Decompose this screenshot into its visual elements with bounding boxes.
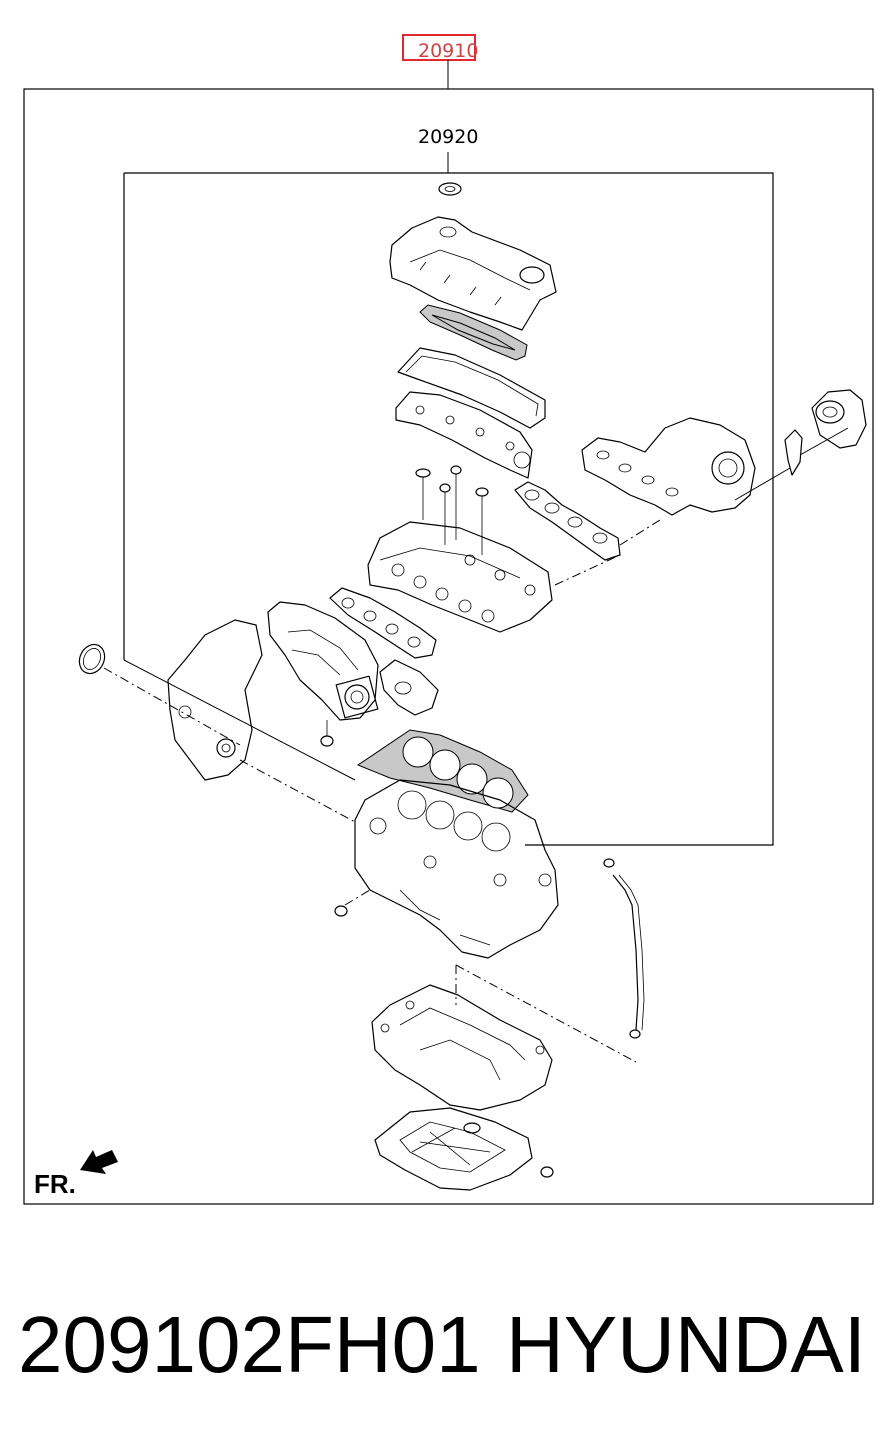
intake-manifold <box>267 601 379 721</box>
callout-label-20910: 20910 <box>418 40 478 62</box>
filler-cap-seal <box>438 182 462 196</box>
inner-kit-frame <box>123 172 774 846</box>
intake-gasket-ports <box>341 597 421 648</box>
cylinder-head-gasket <box>356 729 529 813</box>
exhaust-gasket-ports <box>524 489 608 544</box>
timing-chain-cover <box>167 619 263 781</box>
oil-dipstick-tube <box>603 858 645 1039</box>
callout-20910[interactable]: 20910 <box>402 34 478 62</box>
part-number: 209102FH01 <box>18 1300 481 1389</box>
cam-carrier <box>395 391 533 479</box>
bottom-caption: 209102FH01 HYUNDAI <box>0 1290 886 1400</box>
intake-manifold-gasket <box>329 587 437 659</box>
upper-oil-pan <box>371 984 553 1111</box>
turbo-outlet-gasket <box>784 429 803 476</box>
turbocharger-assembly <box>581 417 756 516</box>
oil-pan-drain-seal <box>540 1166 554 1178</box>
crankshaft-front-seal <box>78 643 106 675</box>
intake-pipe-section <box>379 659 439 716</box>
callout-label-20920[interactable]: 20920 <box>418 126 478 148</box>
brand-name: HYUNDAI <box>505 1300 866 1389</box>
front-direction-indicator: FR. <box>34 1150 118 1199</box>
front-direction-label: FR. <box>34 1169 76 1199</box>
block-drain-seal <box>334 905 348 917</box>
lower-oil-pan <box>374 1107 533 1191</box>
cylinder-head <box>367 521 553 633</box>
throttle-gasket <box>320 720 334 747</box>
cam-carrier-gasket <box>397 347 546 429</box>
head-cover-gasket <box>419 304 528 361</box>
cylinder-head-cover <box>389 216 557 331</box>
front-arrow-icon <box>80 1150 118 1174</box>
outer-frame <box>23 88 874 1205</box>
alignment-lines <box>103 427 849 1063</box>
valve-seals <box>415 465 489 555</box>
callout-highlight-box <box>402 34 476 61</box>
exhaust-manifold-gasket <box>514 481 621 561</box>
cylinder-block <box>354 779 559 959</box>
turbo-outlet-elbow <box>811 389 867 449</box>
